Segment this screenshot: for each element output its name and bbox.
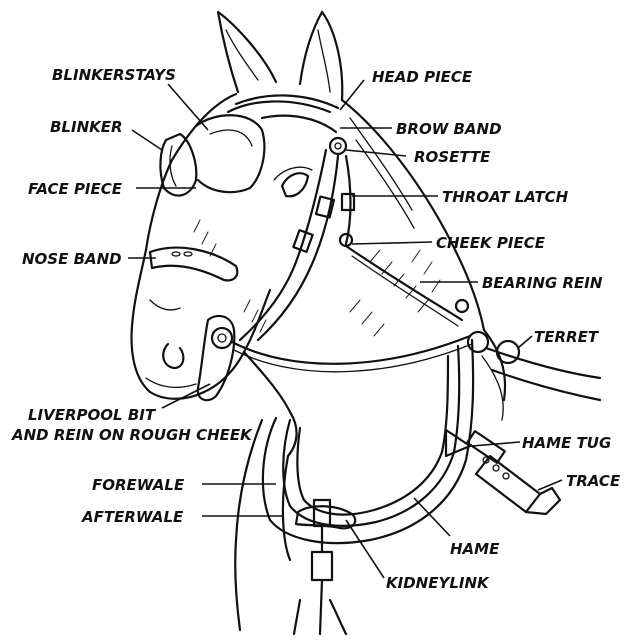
terret-ring-small	[456, 300, 468, 312]
label-blinker: BLINKER	[50, 118, 123, 136]
trace	[476, 456, 540, 512]
rosette	[330, 138, 346, 154]
label-kidney-link: KIDNEYLINK	[386, 574, 490, 592]
label-rosette: ROSETTE	[414, 148, 491, 166]
rein	[232, 336, 470, 364]
label-terret: TERRET	[534, 328, 600, 346]
brow-band	[262, 116, 336, 132]
label-liverpool-rein: AND REIN ON ROUGH CHEEK	[11, 426, 253, 444]
label-hame: HAME	[450, 540, 500, 558]
hame	[297, 356, 448, 515]
nostril	[163, 344, 183, 368]
label-afterwale: AFTERWALE	[81, 508, 184, 526]
label-brow-band: BROW BAND	[396, 120, 502, 138]
label-trace: TRACE	[566, 472, 621, 490]
label-liverpool-bit: LIVERPOOL BIT	[28, 406, 157, 424]
label-bearing-rein: BEARING REIN	[482, 274, 603, 292]
nose-band	[150, 248, 237, 281]
blinker	[160, 134, 196, 196]
label-cheek-piece: CHEEK PIECE	[436, 234, 546, 252]
eye	[282, 173, 308, 196]
harness-drawing	[150, 95, 600, 634]
label-forewale: FOREWALE	[92, 476, 185, 494]
right-ear	[300, 12, 342, 100]
throat-latch	[346, 156, 351, 244]
label-nose-band: NOSE BAND	[22, 250, 122, 268]
label-head-piece: HEAD PIECE	[372, 68, 473, 86]
front-leg	[330, 600, 346, 634]
bearing-rein	[346, 246, 462, 320]
label-hame-tug: HAME TUG	[522, 434, 611, 452]
label-face-piece: FACE PIECE	[28, 180, 123, 198]
afterwale	[283, 346, 459, 526]
left-ear	[218, 12, 276, 92]
blinker-stays	[228, 101, 330, 112]
label-blinker-stays: BLINKERSTAYS	[52, 66, 176, 84]
chest-outline	[235, 420, 262, 630]
label-throat-latch: THROAT LATCH	[442, 188, 569, 206]
